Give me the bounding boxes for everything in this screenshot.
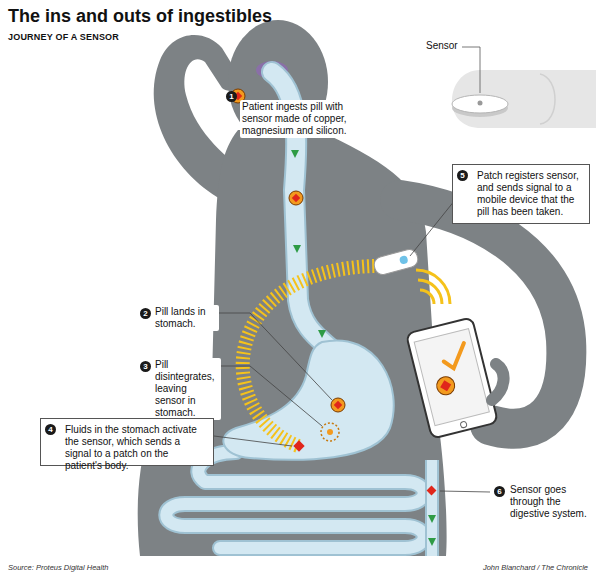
sensor-leader — [462, 47, 480, 93]
callout-text: Pill disintegrates, leaving sensor in st… — [153, 358, 221, 420]
sensor-dot — [478, 101, 483, 106]
callout-text: Pill lands in stomach. — [153, 305, 219, 331]
callout-number: 5 — [457, 170, 468, 181]
leader-line — [440, 491, 490, 492]
callout-box: 5 Patch registers sensor, and sends signa… — [452, 164, 590, 224]
signal-wave — [243, 266, 388, 446]
leader-line — [410, 200, 455, 256]
title: The ins and outs of ingestibles — [8, 6, 272, 27]
finger-crease — [540, 74, 555, 124]
subtitle: JOURNEY OF A SENSOR — [8, 32, 119, 42]
flow-arrow — [428, 515, 436, 523]
leader-line — [218, 366, 322, 426]
sensor-icon — [440, 380, 451, 391]
patch-body — [372, 248, 419, 277]
part-label: Sensor — [424, 40, 460, 51]
leader-line — [214, 436, 292, 446]
intestine — [166, 452, 424, 548]
body-silhouette — [138, 20, 567, 556]
callout-number: 3 — [140, 361, 151, 372]
phone-body — [406, 317, 498, 438]
phone-screen — [414, 329, 489, 426]
finger — [452, 70, 596, 128]
sensor — [293, 440, 304, 451]
phone-button — [460, 421, 467, 428]
pill — [331, 398, 345, 412]
sensor-disc — [452, 95, 508, 113]
callout-text: Patch registers sensor, and sends signal… — [477, 170, 584, 218]
source-note: Source: Proteus Digital Health — [8, 563, 108, 572]
intestine-edge — [166, 452, 424, 548]
colon-edge — [425, 460, 439, 556]
signal-arc — [416, 270, 450, 304]
callout-number: 4 — [45, 424, 56, 435]
patch — [372, 248, 419, 277]
signal-arc — [420, 290, 434, 304]
callout-number: 1 — [226, 91, 237, 102]
callout-text: Patient ingests pill with sensor made of… — [240, 100, 356, 138]
flow-arrow — [318, 330, 326, 338]
sensor — [427, 486, 437, 496]
callout-box: 4Fluids in the stomach activate the sens… — [40, 418, 214, 466]
signal-arc — [418, 280, 442, 304]
leader-lines — [214, 200, 490, 492]
flow-arrow — [428, 538, 436, 546]
callout-text: Sensor goes through the digestive system… — [508, 483, 592, 521]
patch-dot — [399, 255, 409, 265]
disintegrating-pill — [321, 423, 339, 441]
flow-arrow — [293, 245, 301, 253]
pill-core — [327, 429, 333, 435]
colon — [427, 460, 437, 556]
thumb — [492, 364, 504, 400]
check-mark — [441, 343, 470, 370]
pill — [289, 191, 303, 205]
phone — [406, 317, 498, 438]
callout-number: 6 — [494, 486, 505, 497]
finger-inset — [452, 47, 596, 128]
callout-text: Fluids in the stomach activate the senso… — [65, 424, 208, 472]
callout-number: 2 — [140, 308, 151, 319]
flow-arrow — [291, 150, 299, 158]
credit: John Blanchard / The Chronicle — [396, 563, 588, 572]
pill-fragments — [321, 423, 339, 441]
pill-icon — [435, 375, 457, 397]
